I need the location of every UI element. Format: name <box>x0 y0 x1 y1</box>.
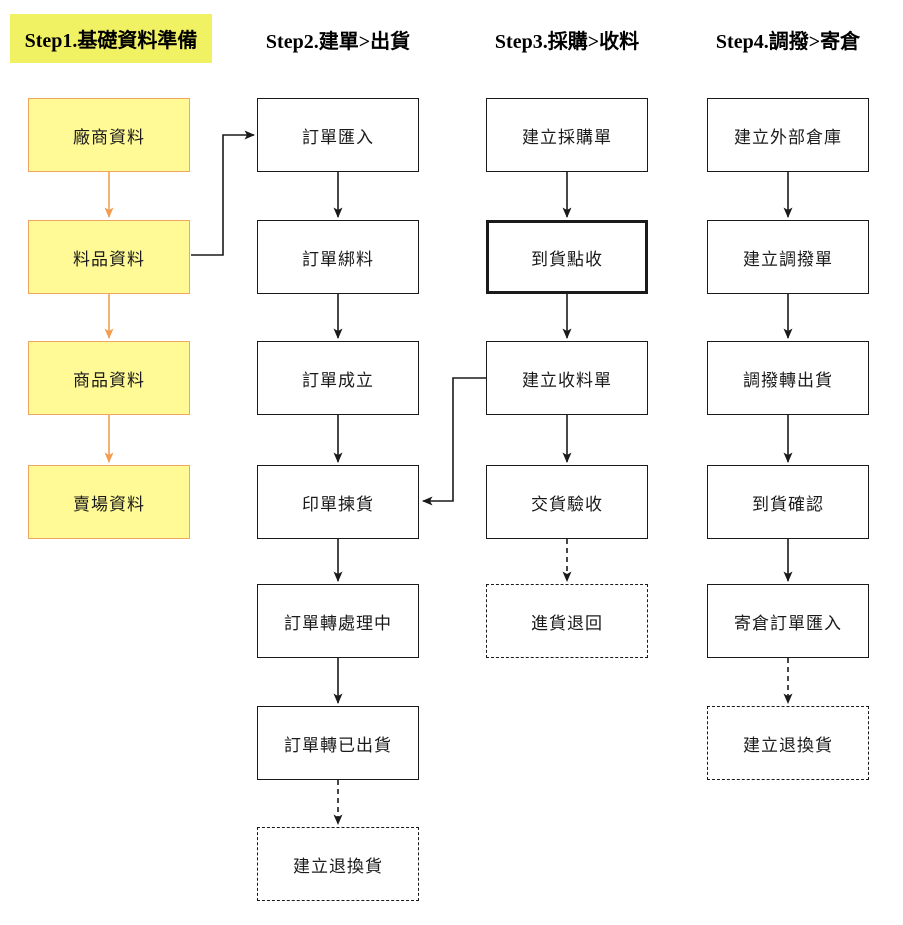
node-order-import: 訂單匯入 <box>257 98 419 172</box>
elbow-item-data-to-order-import <box>191 130 255 256</box>
node-product-data: 商品資料 <box>28 341 190 415</box>
node-create-return-exchange-consignment: 建立退換貨 <box>707 706 869 780</box>
node-order-to-processing: 訂單轉處理中 <box>257 584 419 658</box>
node-create-receiving-note: 建立收料單 <box>486 341 648 415</box>
node-delivery-acceptance: 交貨驗收 <box>486 465 648 539</box>
column-header-step2: Step2.建單>出貨 <box>265 30 411 53</box>
node-consignment-order-import: 寄倉訂單匯入 <box>707 584 869 658</box>
node-arrival-check-in: 到貨點收 <box>486 220 648 294</box>
node-create-external-warehouse: 建立外部倉庫 <box>707 98 869 172</box>
column-header-step4: Step4.調撥>寄倉 <box>715 30 861 53</box>
node-create-transfer-order: 建立調撥單 <box>707 220 869 294</box>
node-arrival-confirm: 到貨確認 <box>707 465 869 539</box>
column-header-step1: Step1.基礎資料準備 <box>10 14 212 63</box>
elbow-receiving-to-pick <box>422 377 486 506</box>
node-print-pick: 印單揀貨 <box>257 465 419 539</box>
node-order-to-shipped: 訂單轉已出貨 <box>257 706 419 780</box>
node-create-return-exchange-shipping: 建立退換貨 <box>257 827 419 901</box>
cross-connectors <box>191 130 486 506</box>
node-transfer-to-shipment: 調撥轉出貨 <box>707 341 869 415</box>
node-store-data: 賣場資料 <box>28 465 190 539</box>
node-vendor-data: 廠商資料 <box>28 98 190 172</box>
node-order-bind-material: 訂單綁料 <box>257 220 419 294</box>
column-header-step3: Step3.採購>收料 <box>494 30 640 53</box>
node-purchase-return: 進貨退回 <box>486 584 648 658</box>
node-create-purchase-order: 建立採購單 <box>486 98 648 172</box>
node-item-data: 料品資料 <box>28 220 190 294</box>
node-order-established: 訂單成立 <box>257 341 419 415</box>
